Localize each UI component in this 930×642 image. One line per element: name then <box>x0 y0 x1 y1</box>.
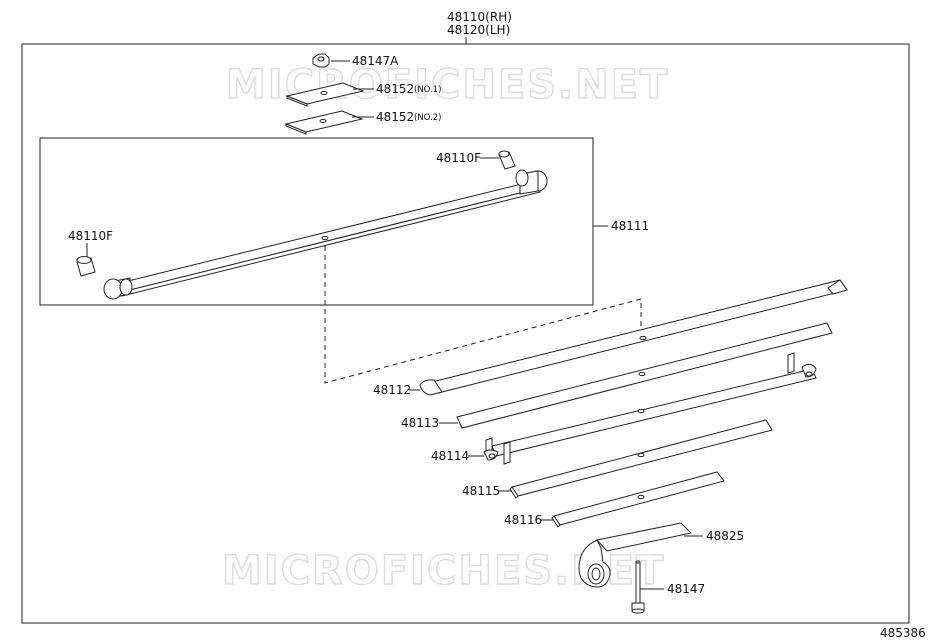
shackle-48825[interactable] <box>578 522 693 588</box>
leaf-48115[interactable] <box>509 419 773 499</box>
bolt-48147[interactable] <box>631 560 645 614</box>
label-bushing-left: 48110F <box>68 229 113 243</box>
leaf-48113[interactable] <box>456 322 833 429</box>
leaf-48116[interactable] <box>551 471 725 528</box>
label-leaf-48115: 48115 <box>462 484 500 498</box>
diagram-code: 485386 <box>880 626 926 640</box>
dashed-guide <box>324 246 642 384</box>
label-main-leaf: 48111 <box>611 219 649 233</box>
label-leaf-48113: 48113 <box>401 416 439 430</box>
header-rh-label: 48110(RH) <box>447 10 512 24</box>
watermark-top: MICROFICHES.NET <box>226 62 669 108</box>
label-pad-no1-note: (NO.1) <box>414 85 441 95</box>
leaf-48114[interactable] <box>483 352 817 465</box>
label-leaf-48112: 48112 <box>373 383 411 397</box>
header-lh-label: 48120(LH) <box>447 23 510 37</box>
main-leaf-48111[interactable] <box>103 169 548 300</box>
label-leaf-48114: 48114 <box>431 449 469 463</box>
bushing-left-48110f[interactable] <box>76 256 96 277</box>
label-pad-no2-note: (NO.2) <box>414 113 441 123</box>
label-pad-no1: 48152 <box>376 82 414 96</box>
leaf-48112[interactable] <box>419 279 848 396</box>
label-bushing-right: 48110F <box>436 151 481 165</box>
nut-48147a[interactable] <box>312 53 330 68</box>
label-shackle: 48825 <box>706 529 744 543</box>
bushing-right-48110f[interactable] <box>498 150 516 170</box>
main-leaf-box <box>39 137 594 306</box>
label-pad-no2: 48152 <box>376 110 414 124</box>
outer-frame <box>21 43 910 624</box>
pad-no1-48152[interactable] <box>285 82 365 107</box>
label-nut: 48147A <box>352 54 399 68</box>
pad-no2-48152[interactable] <box>284 110 364 135</box>
label-leaf-48116: 48116 <box>504 513 542 527</box>
label-bolt: 48147 <box>667 582 705 596</box>
